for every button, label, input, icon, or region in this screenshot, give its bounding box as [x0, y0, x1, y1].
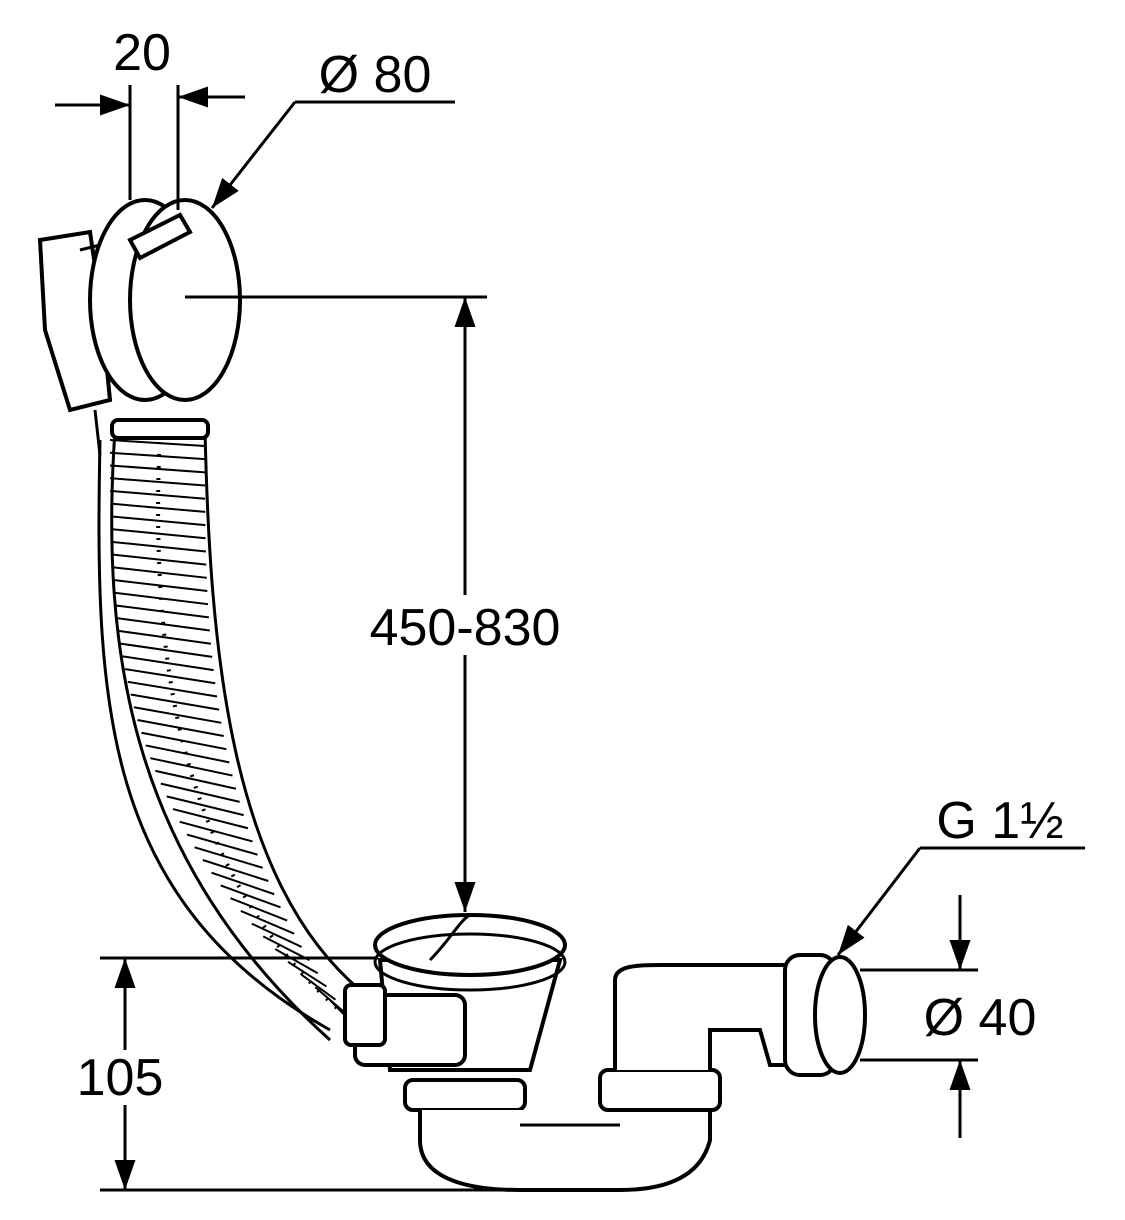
hose-rib — [115, 604, 209, 619]
hose-rib — [112, 566, 207, 579]
hose-rib — [202, 859, 269, 882]
overflow-rosette — [37, 198, 242, 456]
hose-rib — [110, 528, 206, 540]
flexible-hose — [97, 418, 361, 1042]
hose-rib — [109, 451, 206, 461]
hose-rib — [155, 769, 237, 790]
hose-rib — [179, 820, 253, 843]
dimension-height-range: 450-830 — [185, 295, 590, 912]
hose-rib — [111, 553, 207, 566]
hose-rib — [111, 540, 207, 553]
hose-rib — [113, 579, 208, 592]
hose-rib — [130, 693, 220, 711]
hose-rib — [109, 477, 206, 487]
hose-rib — [172, 808, 249, 830]
hose-rib — [116, 617, 210, 632]
hose-rib — [220, 884, 281, 909]
hose-rib — [141, 731, 227, 751]
dimension-overflow-diameter: Ø 80 — [210, 46, 455, 209]
hose-rib — [133, 706, 222, 724]
hose-rib — [120, 642, 213, 658]
hose-rib — [186, 833, 258, 856]
hose-rib — [230, 897, 288, 922]
hose-rib — [110, 515, 206, 527]
hose-rib — [110, 502, 206, 513]
label-drain-height: 105 — [77, 1049, 164, 1107]
hose-rib — [114, 591, 209, 606]
label-thread: G 1½ — [936, 792, 1063, 850]
hose-rib — [124, 668, 216, 685]
hose-rib — [110, 489, 206, 500]
dimension-lever-width: 20 — [55, 24, 245, 210]
hose-rib — [300, 973, 337, 1001]
label-lever-width: 20 — [113, 24, 171, 82]
hose-rib — [160, 782, 240, 803]
label-overflow-diameter: Ø 80 — [319, 46, 432, 104]
dimension-outlet-diameter: Ø 40 — [860, 895, 1036, 1138]
hose-rib — [137, 719, 224, 737]
drain-body — [343, 913, 867, 1192]
hose-rib — [211, 871, 275, 896]
hose-rib — [127, 680, 218, 698]
label-height-range: 450-830 — [370, 599, 561, 657]
hose-rib — [274, 948, 319, 975]
hose-rib — [122, 655, 214, 672]
hose-rib — [118, 629, 212, 645]
hose-rib — [166, 795, 244, 817]
dimension-thread: G 1½ — [836, 792, 1085, 956]
label-outlet-diameter: Ø 40 — [924, 989, 1037, 1047]
hose-rib — [287, 960, 327, 988]
hose-rib — [109, 464, 206, 474]
hose-rib — [251, 922, 303, 948]
hose-rib — [150, 757, 233, 777]
hose-rib — [262, 935, 310, 961]
hose-rib — [240, 909, 295, 935]
dimension-drain-height: 105 — [65, 956, 620, 1192]
hose-rib — [194, 846, 263, 869]
hose-rib — [109, 439, 206, 447]
hose-rib — [145, 744, 230, 764]
